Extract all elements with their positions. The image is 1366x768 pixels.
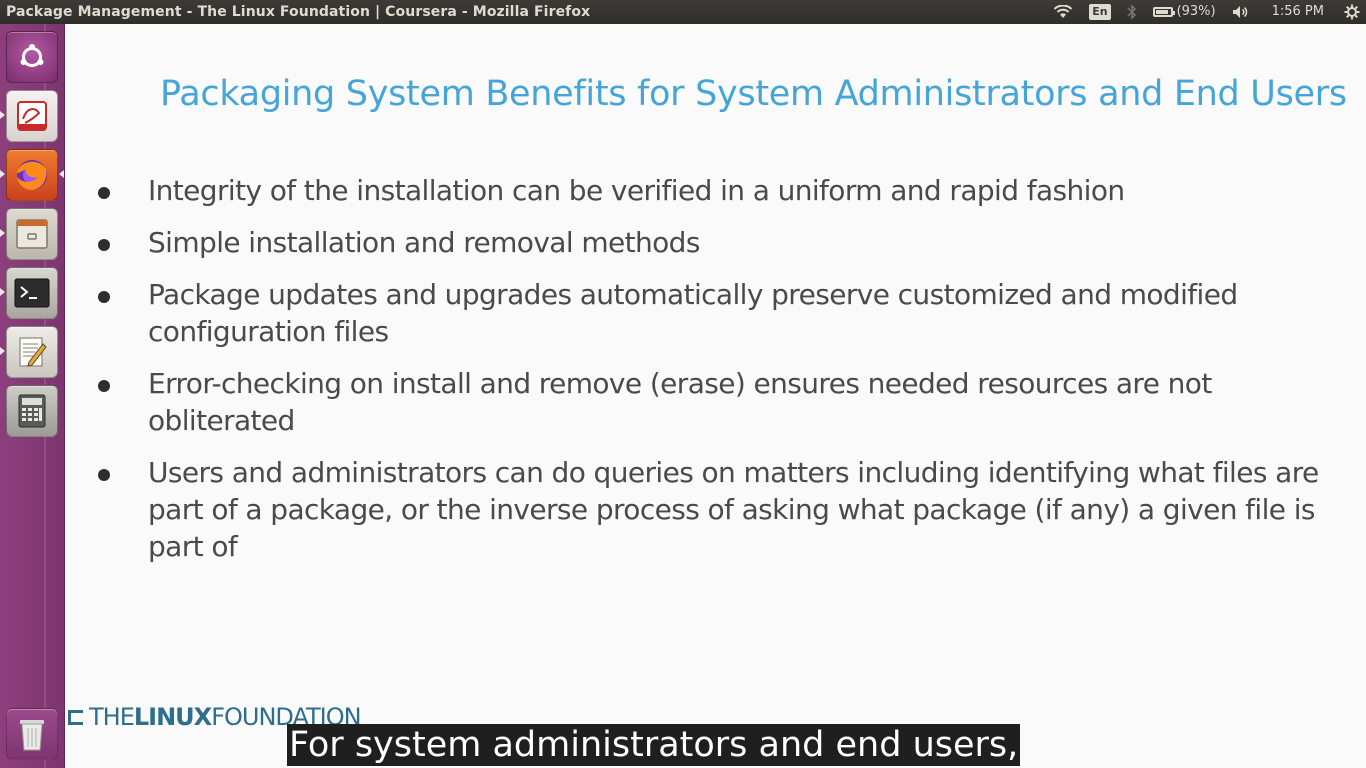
calculator-icon[interactable] xyxy=(6,385,58,437)
ubuntu-dash-icon[interactable] xyxy=(6,31,58,83)
bluetooth-icon[interactable] xyxy=(1127,4,1137,20)
list-item: Users and administrators can do queries … xyxy=(95,454,1335,565)
bullet-icon xyxy=(98,469,110,481)
keyboard-layout-label: En xyxy=(1089,4,1111,20)
document-viewer-icon[interactable] xyxy=(6,90,58,142)
battery-percentage: (93%) xyxy=(1176,4,1216,19)
slide-title: Packaging System Benefits for System Adm… xyxy=(160,74,1347,114)
running-indicator-icon xyxy=(0,288,5,296)
terminal-icon[interactable] xyxy=(6,267,58,319)
battery-icon xyxy=(1152,7,1175,17)
trash-icon[interactable] xyxy=(6,708,58,760)
bullet-list: Integrity of the installation can be ver… xyxy=(95,172,1335,580)
logo-bracket-icon xyxy=(68,709,83,725)
firefox-icon[interactable] xyxy=(6,149,58,201)
bullet-icon xyxy=(98,239,110,251)
bullet-icon xyxy=(98,187,110,199)
text-editor-icon[interactable] xyxy=(6,326,58,378)
bullet-icon xyxy=(98,380,110,392)
file-manager-icon[interactable] xyxy=(6,208,58,260)
lecture-video-frame[interactable]: Packaging System Benefits for System Adm… xyxy=(65,24,1366,768)
running-indicator-icon xyxy=(0,347,5,355)
battery-indicator[interactable]: (93%) xyxy=(1152,0,1216,24)
bullet-text: Users and administrators can do queries … xyxy=(148,456,1319,563)
list-item: Package updates and upgrades automatical… xyxy=(95,276,1335,350)
video-caption: For system administrators and end users, xyxy=(287,724,1021,766)
list-item: Integrity of the installation can be ver… xyxy=(95,172,1335,209)
window-title: Package Management - The Linux Foundatio… xyxy=(6,4,591,20)
indicator-area: En (93%) 1:56 PM xyxy=(1045,0,1366,24)
bullet-text: Error-checking on install and remove (er… xyxy=(148,367,1212,437)
list-item: Simple installation and removal methods xyxy=(95,224,1335,261)
unity-launcher xyxy=(0,24,65,768)
bullet-text: Integrity of the installation can be ver… xyxy=(148,174,1125,207)
bullet-icon xyxy=(98,291,110,303)
running-indicator-icon xyxy=(0,170,5,178)
top-panel: Package Management - The Linux Foundatio… xyxy=(0,0,1366,24)
logo-text-linux: LINUX xyxy=(133,703,212,731)
wifi-icon[interactable] xyxy=(1053,5,1073,19)
keyboard-layout-indicator[interactable]: En xyxy=(1089,4,1111,20)
settings-gear-icon[interactable] xyxy=(1344,4,1360,20)
running-indicator-icon xyxy=(0,229,5,237)
bullet-text: Package updates and upgrades automatical… xyxy=(148,278,1238,348)
clock[interactable]: 1:56 PM xyxy=(1271,4,1324,19)
active-window-indicator-icon xyxy=(59,170,64,178)
volume-icon[interactable] xyxy=(1232,5,1250,19)
bullet-text: Simple installation and removal methods xyxy=(148,226,700,259)
running-indicator-icon xyxy=(0,111,5,119)
logo-text-the: THE xyxy=(89,703,135,731)
list-item: Error-checking on install and remove (er… xyxy=(95,365,1335,439)
